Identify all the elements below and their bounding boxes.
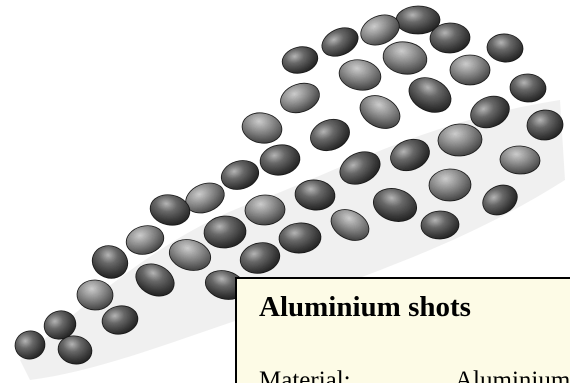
card-title: Aluminium shots	[259, 291, 471, 323]
pellet	[509, 73, 547, 103]
pellet	[239, 242, 281, 274]
pellet	[294, 179, 336, 211]
pellet	[280, 82, 320, 114]
pellet	[429, 22, 471, 54]
pellet	[372, 188, 418, 222]
pellet	[382, 41, 428, 75]
pellet	[330, 209, 370, 241]
pellet	[220, 160, 260, 190]
pellet	[338, 59, 382, 91]
pellet	[259, 144, 301, 176]
info-row-label: Material:	[259, 367, 351, 383]
pellet	[241, 112, 283, 144]
pellet	[281, 46, 319, 74]
pellet	[135, 263, 175, 297]
pellet-pile	[14, 5, 564, 365]
pellet	[244, 194, 286, 226]
pellet	[449, 54, 491, 86]
pellet	[470, 95, 510, 129]
info-row-value: Aluminium	[455, 367, 570, 383]
pellet	[408, 77, 452, 113]
info-card: Aluminium shots Material: Aluminium	[235, 277, 570, 383]
pellet	[390, 138, 430, 172]
pellet	[359, 95, 401, 129]
pellet	[76, 279, 114, 311]
pellet	[57, 335, 93, 365]
pellet	[339, 151, 381, 185]
pellet	[149, 194, 191, 226]
pellet	[125, 225, 165, 255]
pellet	[168, 239, 212, 271]
pellet	[101, 305, 139, 335]
pellet	[91, 245, 129, 279]
pellet	[482, 184, 518, 216]
pellet	[499, 145, 541, 175]
pellet	[360, 14, 400, 46]
pellet	[526, 109, 564, 141]
pellet	[321, 27, 359, 57]
pellet	[203, 215, 247, 249]
pellet	[310, 118, 350, 152]
pellet	[14, 330, 46, 360]
pellet	[486, 33, 524, 63]
info-row-material: Material: Aluminium	[259, 367, 570, 383]
pellet	[420, 210, 460, 240]
pellet	[437, 123, 483, 157]
pellet	[428, 168, 472, 202]
pellet	[278, 222, 322, 254]
